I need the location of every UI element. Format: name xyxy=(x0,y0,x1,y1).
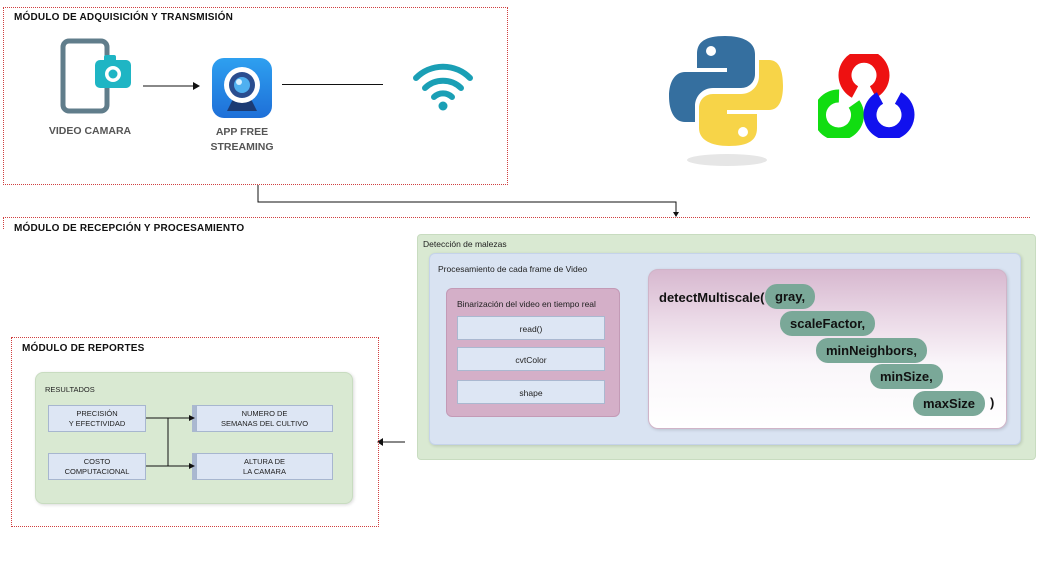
camera-height-line1: ALTURA DE xyxy=(243,457,286,466)
cost-line2: COMPUTACIONAL xyxy=(64,467,130,476)
reports-module-title: MÓDULO DE REPORTES xyxy=(22,343,145,354)
precision-line1: PRECISIÓN xyxy=(76,409,118,418)
param-scalefactor: scaleFactor, xyxy=(780,311,876,336)
result-output-camera-height: ALTURA DE LA CAMARA xyxy=(196,453,333,480)
reception-module-title: MÓDULO DE RECEPCIÓN Y PROCESAMIENTO xyxy=(14,223,245,234)
detect-multiscale-close: ) xyxy=(990,395,995,410)
reception-module-border-left xyxy=(3,217,4,229)
frame-processing-title: Procesamiento de cada frame de Video xyxy=(438,264,588,274)
weed-detection-title: Detección de malezas xyxy=(423,239,507,249)
results-title: RESULTADOS xyxy=(45,385,95,394)
video-camera-label: VIDEO CAMARA xyxy=(48,125,132,137)
result-input-cost: COSTO COMPUTACIONAL xyxy=(48,453,146,480)
param-gray: gray, xyxy=(765,284,816,309)
function-shape: shape xyxy=(457,380,605,404)
reports-module xyxy=(11,337,379,527)
results-connectors xyxy=(146,415,195,469)
precision-line2: Y EFECTIVIDAD xyxy=(68,419,126,428)
weeks-line1: NUMERO DE xyxy=(241,409,288,418)
app-label-line2: STREAMING xyxy=(210,141,274,153)
weeks-line2: SEMANAS DEL CULTIVO xyxy=(220,419,309,428)
phone-camera-icon xyxy=(60,38,131,114)
connector-acquisition-to-reception xyxy=(257,185,679,217)
result-output-weeks: NUMERO DE SEMANAS DEL CULTIVO xyxy=(196,405,333,432)
wifi-icon xyxy=(413,63,473,111)
arrow-camera-to-app xyxy=(143,82,200,90)
arrow-reception-to-reports xyxy=(377,438,405,446)
streaming-app-icon xyxy=(212,58,272,118)
function-read: read() xyxy=(457,316,605,340)
app-label-line1: APP FREE xyxy=(215,126,269,138)
acquisition-module xyxy=(3,7,508,185)
python-logo xyxy=(669,36,783,166)
opencv-logo xyxy=(818,54,915,138)
connector-app-to-wifi xyxy=(282,84,383,85)
camera-height-line2: LA CAMARA xyxy=(243,467,286,476)
reception-module-border xyxy=(3,217,1030,218)
param-minsize: minSize, xyxy=(870,364,943,389)
param-minneighbors: minNeighbors, xyxy=(816,338,928,363)
results-panel xyxy=(35,372,353,504)
acquisition-module-title: MÓDULO DE ADQUISICIÓN Y TRANSMISIÓN xyxy=(14,12,234,23)
function-cvtcolor: cvtColor xyxy=(457,347,605,371)
binarization-panel: Binarización del video en tiempo real re… xyxy=(446,288,620,417)
param-maxsize: maxSize xyxy=(913,391,986,416)
cost-line1: COSTO xyxy=(83,457,111,466)
result-input-precision: PRECISIÓN Y EFECTIVIDAD xyxy=(48,405,146,432)
binarization-title: Binarización del video en tiempo real xyxy=(457,299,596,309)
detect-multiscale-function: detectMultiscale( xyxy=(659,290,765,305)
